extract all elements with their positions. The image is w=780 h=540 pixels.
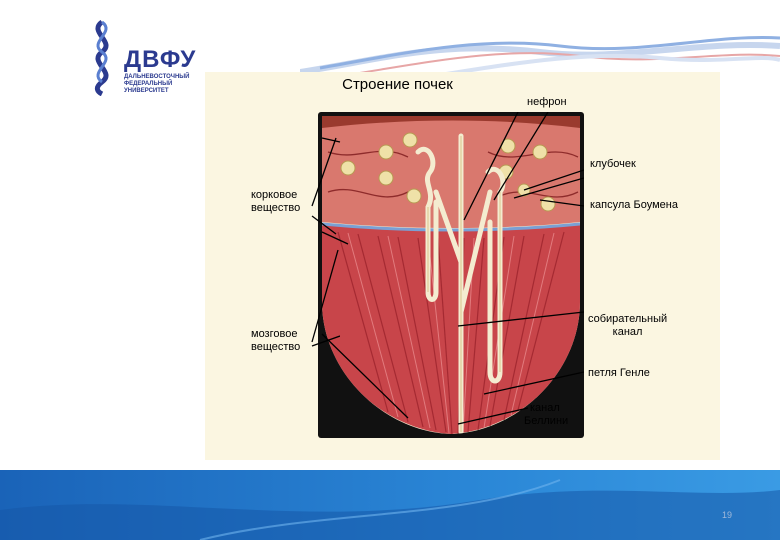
label-nephron: нефрон xyxy=(527,96,567,109)
logo-subtitle: ДАЛЬНЕВОСТОЧНЫЙ ФЕДЕРАЛЬНЫЙ УНИВЕРСИТЕТ xyxy=(124,74,214,95)
label-bowman-capsule: капсула Боумена xyxy=(590,199,678,212)
label-glomerulus: клубочек xyxy=(590,158,636,171)
logo-subtitle-line: ФЕДЕРАЛЬНЫЙ xyxy=(124,81,214,88)
label-medulla: мозговое вещество xyxy=(251,328,300,354)
university-logo: ДВФУ ДАЛЬНЕВОСТОЧНЫЙ ФЕДЕРАЛЬНЫЙ УНИВЕРС… xyxy=(84,20,204,96)
logo-title: ДВФУ xyxy=(124,46,196,74)
cortex-region xyxy=(322,116,580,229)
label-collecting-duct: собирательный канал xyxy=(588,313,667,339)
label-medulla-line: мозговое xyxy=(251,328,300,341)
page-number: 19 xyxy=(722,510,732,520)
left-pointer-lines xyxy=(300,120,340,420)
label-collecting-line: собирательный xyxy=(588,313,667,326)
header-waves xyxy=(300,20,780,80)
logo-helix-icon xyxy=(84,20,120,96)
label-bellini-duct: канал Беллини xyxy=(524,402,568,428)
label-cortex: корковое вещество xyxy=(251,189,300,215)
logo-subtitle-line: ДАЛЬНЕВОСТОЧНЫЙ xyxy=(124,74,214,81)
label-henle-loop: петля Генле xyxy=(588,367,650,380)
label-medulla-line: вещество xyxy=(251,341,300,354)
label-cortex-line: корковое xyxy=(251,189,300,202)
label-bellini-line: канал xyxy=(524,402,568,415)
label-collecting-line: канал xyxy=(588,326,667,339)
footer-band xyxy=(0,470,780,540)
kidney-section-diagram xyxy=(318,112,584,438)
logo-subtitle-line: УНИВЕРСИТЕТ xyxy=(124,88,214,95)
label-cortex-line: вещество xyxy=(251,202,300,215)
slide-title: Строение почек xyxy=(205,76,720,93)
label-bellini-line: Беллини xyxy=(524,415,568,428)
